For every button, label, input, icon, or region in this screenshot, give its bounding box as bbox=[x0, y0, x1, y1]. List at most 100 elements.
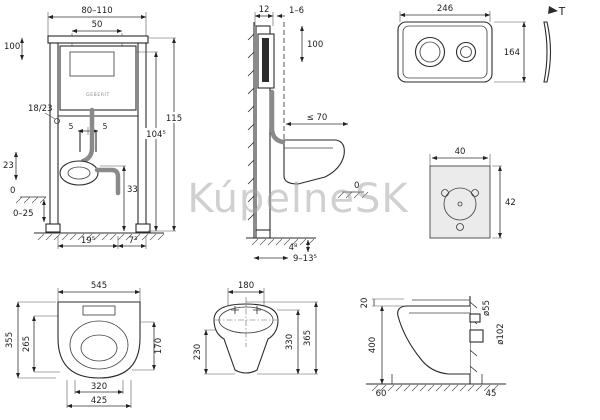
dim-bowl-width: 355 bbox=[5, 332, 15, 348]
dim-depth-range: 9–13⁵ bbox=[293, 254, 317, 264]
extension-lines bbox=[429, 154, 502, 239]
floor-hatch bbox=[133, 233, 165, 241]
drain-hole bbox=[456, 223, 464, 231]
dim-h2: 330 bbox=[285, 334, 295, 350]
floor-hatch bbox=[403, 384, 435, 392]
wc-gasket bbox=[59, 160, 99, 186]
dim-outlet-height: 33 bbox=[127, 185, 138, 195]
extension-lines bbox=[372, 298, 404, 307]
dim-bowl-depth: 545 bbox=[91, 281, 107, 291]
dim-height: 400 bbox=[368, 337, 378, 353]
dim-depth-top: 12 bbox=[259, 5, 270, 15]
bowl-plan-view: 545 355 265 320 425 170 bbox=[5, 281, 164, 408]
extension-lines bbox=[399, 11, 526, 83]
brand-label: GEBERIT bbox=[86, 92, 110, 98]
bowl-side-outline bbox=[397, 305, 470, 375]
bowl-front-outline bbox=[213, 303, 279, 374]
dim-floor-adjust: 0–25 bbox=[13, 209, 33, 219]
dim-overall-depth: 425 bbox=[91, 396, 107, 406]
dim-width-range: 80–110 bbox=[81, 6, 112, 16]
flush-valve bbox=[262, 38, 269, 82]
section-mark: T bbox=[558, 6, 566, 18]
outlet-connection bbox=[469, 329, 484, 343]
bolt-hole-right bbox=[471, 189, 479, 197]
seat-ring bbox=[69, 320, 129, 370]
small-flush-button bbox=[455, 41, 477, 63]
frame-top-bar bbox=[47, 35, 149, 44]
dim-plate-height: 164 bbox=[504, 48, 520, 58]
floor-hatch bbox=[15, 196, 47, 204]
outlet-bend bbox=[94, 167, 121, 196]
floor-hatch bbox=[435, 384, 467, 392]
dim-supply: 18/23 bbox=[28, 104, 53, 114]
plate-side-profile bbox=[543, 21, 552, 83]
dim-seat-width: 265 bbox=[22, 336, 32, 352]
dim-h3: 365 bbox=[303, 330, 313, 346]
sound-insulation-view: 40 42 bbox=[429, 147, 516, 239]
dim-bowl-depth-max: ≤ 70 bbox=[307, 113, 328, 123]
seat-bolt-marks bbox=[231, 306, 261, 314]
dim-bolt-left: 5 bbox=[69, 122, 74, 131]
extension-lines bbox=[47, 12, 147, 46]
bowl-inner bbox=[80, 334, 118, 362]
frame-side-view: 12 1–6 100 ≤ 70 0 4⁸ 9–13⁵ bbox=[246, 5, 369, 264]
dim-height-total: 115 bbox=[166, 114, 182, 124]
bowl-side-view: 20 400 60 45 ø55 ø102 bbox=[360, 296, 506, 399]
dim-mat-height: 42 bbox=[505, 198, 516, 208]
floor-hatch bbox=[251, 238, 283, 246]
dim-outlet-diameter: ø102 bbox=[496, 323, 506, 344]
supply-pipe bbox=[54, 118, 60, 124]
dim-offset: 45 bbox=[486, 389, 497, 399]
dim-plate-gap: 1–6 bbox=[289, 6, 304, 16]
dim-tube-width: 50 bbox=[92, 20, 103, 30]
cistern-access-window bbox=[69, 51, 115, 77]
frame-front-view: 80–110 50 100 GEBERIT 5 5 18/23 23 0 0–2… bbox=[3, 6, 188, 249]
extension-lines bbox=[18, 288, 154, 408]
label-background bbox=[142, 128, 170, 139]
dim-foot-right: 7³ bbox=[129, 236, 138, 246]
dim-top-height: 100 bbox=[4, 42, 20, 52]
dim-outlet-depth: 23 bbox=[3, 161, 14, 171]
fixing-bolts bbox=[79, 130, 97, 152]
dim-outlet-offset: 4⁸ bbox=[289, 243, 298, 253]
dim-floor-zero: 0 bbox=[10, 186, 15, 196]
floor-hatch bbox=[37, 233, 69, 241]
dim-plate-width: 246 bbox=[437, 4, 453, 14]
small-flush-button-ring bbox=[460, 46, 472, 58]
bowl-front-view: 180 230 330 365 bbox=[193, 281, 318, 375]
dim-clearance: 60 bbox=[376, 389, 387, 399]
dim-floor-zero: 0 bbox=[354, 181, 359, 191]
dim-mat-width: 40 bbox=[455, 147, 466, 157]
flush-pipe bbox=[80, 107, 95, 164]
bowl-side-outline bbox=[283, 139, 345, 185]
flush-plate-inner bbox=[402, 25, 488, 79]
floor-hatch bbox=[101, 233, 133, 241]
flush-connection bbox=[469, 313, 481, 323]
seat-hinge bbox=[82, 305, 116, 316]
bolt-hole-left bbox=[441, 189, 449, 197]
frame-left-rail bbox=[49, 42, 59, 233]
dim-fix-spacing: 320 bbox=[91, 382, 107, 392]
cistern bbox=[59, 45, 137, 111]
flush-plate-view: 246 164 T bbox=[397, 4, 566, 83]
dim-side-height: 170 bbox=[154, 338, 164, 354]
extension-lines bbox=[204, 288, 318, 375]
frame-left-foot bbox=[45, 223, 61, 233]
extension-lines bbox=[254, 12, 274, 26]
dim-front-width: 180 bbox=[238, 281, 254, 291]
dim-bolt-right: 5 bbox=[103, 122, 108, 131]
bowl-plan-outline bbox=[57, 301, 141, 379]
wc-gasket-inner bbox=[67, 166, 91, 180]
extension-lines bbox=[57, 37, 176, 249]
section-arrow-icon bbox=[548, 6, 558, 14]
center-hole bbox=[457, 201, 463, 207]
dim-rim: 20 bbox=[360, 298, 370, 309]
watermark: KúpelneSK bbox=[187, 176, 409, 222]
dim-h1: 230 bbox=[193, 344, 203, 360]
dim-foot-left: 19⁵ bbox=[81, 236, 95, 246]
outlet-hole bbox=[443, 187, 477, 221]
dim-top-height: 100 bbox=[307, 40, 323, 50]
centerlines bbox=[215, 297, 277, 347]
